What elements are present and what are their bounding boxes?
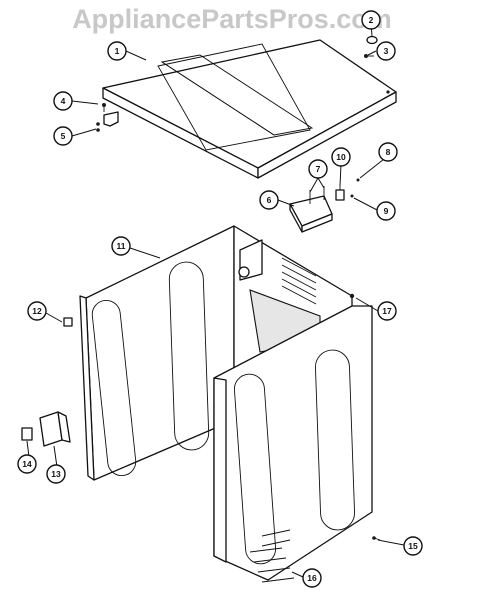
callout-3: 3 — [376, 41, 396, 61]
hinge-bracket — [102, 103, 119, 127]
svg-text:14: 14 — [22, 459, 32, 469]
svg-text:9: 9 — [384, 206, 389, 216]
svg-text:2: 2 — [369, 15, 374, 25]
callout-8: 8 — [378, 142, 398, 162]
top-screw — [364, 54, 374, 58]
svg-text:15: 15 — [408, 541, 418, 551]
svg-text:1: 1 — [115, 46, 120, 56]
svg-text:8: 8 — [386, 147, 391, 157]
svg-text:11: 11 — [117, 241, 126, 251]
watermark: AppliancePartsPros.com — [72, 4, 392, 34]
callout-4: 4 — [53, 91, 73, 111]
callout-13: 13 — [46, 464, 66, 484]
svg-text:10: 10 — [336, 152, 346, 162]
base-screw — [372, 536, 381, 541]
svg-text:4: 4 — [61, 96, 66, 106]
callout-7: 7 — [308, 159, 328, 179]
callout-5: 5 — [53, 126, 73, 146]
leveling-legs — [249, 547, 295, 583]
svg-text:13: 13 — [51, 469, 61, 479]
callout-17: 17 — [377, 301, 397, 321]
svg-text:5: 5 — [61, 131, 66, 141]
callout-2: 2 — [361, 10, 381, 30]
terminal-block-bracket — [39, 411, 71, 447]
top-panel — [102, 39, 397, 179]
switch-screws — [350, 178, 360, 198]
svg-text:3: 3 — [384, 46, 389, 56]
callout-12: 12 — [27, 301, 47, 321]
svg-text:6: 6 — [267, 195, 272, 205]
hinge-screws — [96, 122, 100, 132]
terminal-block — [21, 427, 33, 441]
svg-text:17: 17 — [382, 306, 392, 316]
callout-1: 1 — [107, 41, 127, 61]
panel-screw — [349, 293, 355, 299]
svg-text:12: 12 — [32, 306, 42, 316]
callout-6: 6 — [259, 190, 279, 210]
callout-15: 15 — [403, 536, 423, 556]
callout-9: 9 — [376, 201, 396, 221]
panel-clip — [63, 317, 73, 327]
switch-bracket — [289, 186, 333, 233]
callout-16: 16 — [302, 568, 322, 588]
plug-button — [366, 35, 378, 45]
callout-11: 11 — [111, 236, 131, 256]
callout-10: 10 — [331, 147, 351, 167]
leader-lines — [26, 22, 405, 578]
callout-14: 14 — [17, 454, 37, 474]
door-switch — [335, 186, 345, 201]
svg-text:16: 16 — [307, 573, 317, 583]
cabinet-front-right — [213, 305, 373, 581]
svg-text:7: 7 — [316, 164, 321, 174]
